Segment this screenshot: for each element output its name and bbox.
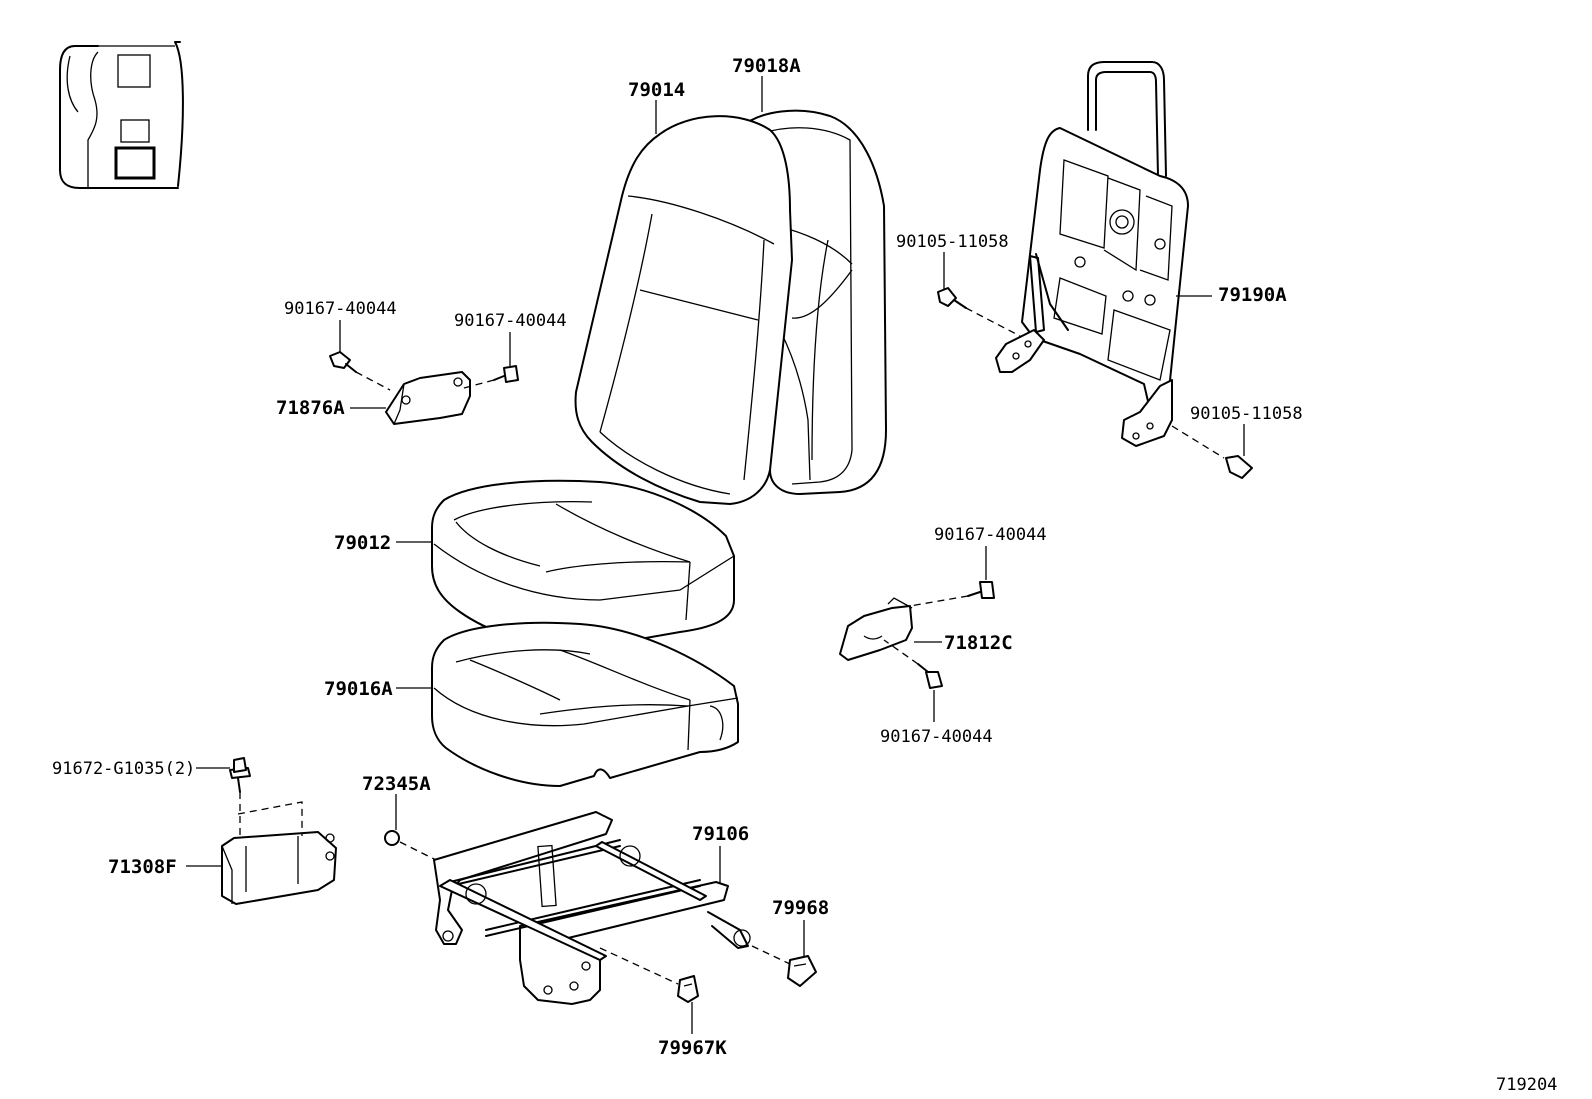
label-79018a: 79018A bbox=[732, 55, 801, 77]
label-79190a: 79190A bbox=[1218, 284, 1287, 306]
backrest-frame-79190a bbox=[995, 61, 1189, 447]
label-91672: 91672-G1035(2) bbox=[52, 759, 195, 779]
bolt-90105-bot-icon bbox=[1225, 455, 1253, 479]
locator-thumbnail bbox=[59, 41, 184, 189]
bracket-71308f bbox=[221, 801, 337, 905]
label-72345a: 72345A bbox=[362, 773, 431, 795]
label-79014: 79014 bbox=[628, 79, 685, 101]
clip-79967k-icon bbox=[677, 975, 699, 1003]
hardware bbox=[229, 287, 1253, 1003]
label-79106: 79106 bbox=[692, 823, 749, 845]
cap-79968-icon bbox=[787, 955, 817, 987]
nut-72345a-icon bbox=[384, 830, 400, 846]
bolt-91672-icon bbox=[229, 757, 251, 793]
label-90167-d: 90167-40044 bbox=[880, 727, 993, 747]
bolt-90167-b-icon bbox=[493, 365, 519, 383]
seat-cushion-cover-79012 bbox=[431, 479, 735, 649]
callout-labels: 79014 79018A 79190A 90105-11058 90105-11… bbox=[52, 55, 1557, 1095]
label-90167-a: 90167-40044 bbox=[284, 299, 397, 319]
seat-cushion-pad-79016a bbox=[431, 621, 739, 787]
label-90105-bot: 90105-11058 bbox=[1190, 404, 1303, 424]
label-71812c: 71812C bbox=[944, 632, 1013, 654]
cover-71876a bbox=[385, 371, 471, 425]
backrest-cover-79014 bbox=[574, 115, 793, 505]
bolt-90105-top-icon bbox=[937, 287, 967, 309]
bolt-90167-c-icon bbox=[967, 581, 995, 599]
label-79012: 79012 bbox=[334, 532, 391, 554]
cover-71812c bbox=[839, 597, 913, 661]
label-79967k: 79967K bbox=[658, 1037, 727, 1059]
label-90167-c: 90167-40044 bbox=[934, 525, 1047, 545]
label-90167-b: 90167-40044 bbox=[454, 311, 567, 331]
label-79016a: 79016A bbox=[324, 678, 393, 700]
leader-lines bbox=[186, 76, 1245, 1034]
label-71876a: 71876A bbox=[276, 397, 345, 419]
bolt-90167-d-icon bbox=[917, 663, 943, 689]
seat-frame-79106 bbox=[433, 811, 751, 1005]
diagram-id: 719204 bbox=[1496, 1075, 1557, 1095]
label-71308f: 71308F bbox=[108, 856, 177, 878]
label-90105-top: 90105-11058 bbox=[896, 232, 1009, 252]
label-79968: 79968 bbox=[772, 897, 829, 919]
bolt-90167-a-icon bbox=[329, 351, 357, 373]
